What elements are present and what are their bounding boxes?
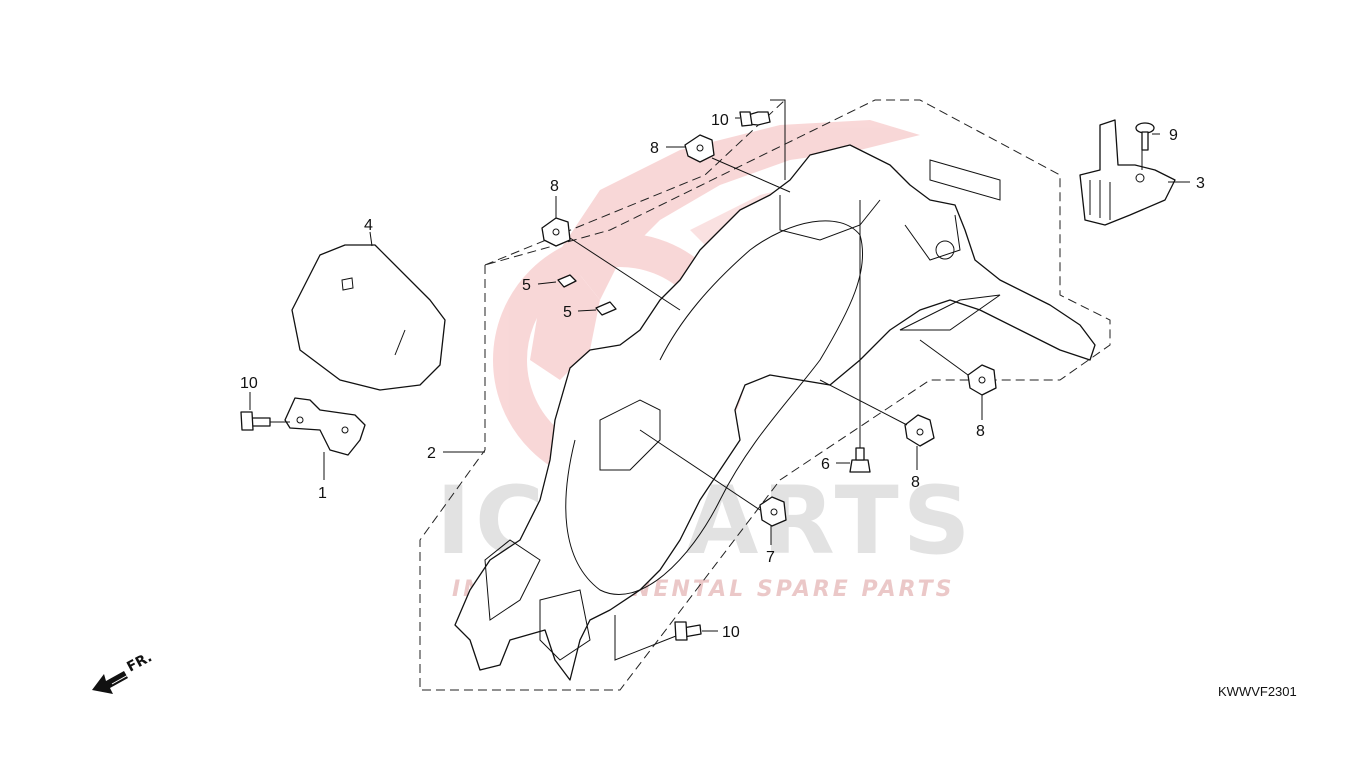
bolt-10-bottom	[674, 621, 702, 641]
side-piece	[1079, 119, 1176, 226]
callout-8-right-upper: 8	[976, 423, 985, 440]
inner-cover	[291, 244, 446, 391]
callout-10-top: 10	[711, 112, 729, 129]
clip-8-top	[684, 134, 715, 163]
bolt-10-top	[739, 111, 771, 127]
callout-10-left: 10	[240, 375, 258, 392]
pad-5-lower	[595, 301, 617, 316]
callout-6: 6	[821, 456, 830, 473]
screw-9	[1135, 122, 1155, 151]
reference-code: KWWVF2301	[1218, 684, 1297, 699]
clip-8-right-lower	[904, 414, 935, 447]
assembly-outline-main	[419, 99, 1111, 691]
callout-8-right-lower: 8	[911, 474, 920, 491]
callout-9: 9	[1169, 127, 1178, 144]
clip-8-right-upper	[967, 364, 997, 396]
callout-3: 3	[1196, 175, 1205, 192]
leader-lines	[249, 99, 1190, 661]
bracket	[284, 397, 366, 456]
pad-5-upper	[557, 274, 577, 288]
rear-fender	[454, 144, 1096, 681]
callout-8-left: 8	[550, 178, 559, 195]
bolt-6	[849, 447, 871, 473]
callout-2: 2	[427, 445, 436, 462]
clip-7	[759, 496, 787, 527]
callout-10-bottom: 10	[722, 624, 740, 641]
callout-4: 4	[364, 217, 373, 234]
bolt-10-left	[240, 411, 271, 431]
clip-8-left	[541, 217, 571, 247]
callout-7: 7	[766, 549, 775, 566]
front-direction-label: FR.	[124, 649, 154, 675]
callout-1: 1	[318, 485, 327, 502]
front-direction-arrow	[92, 671, 134, 694]
callout-8-top: 8	[650, 140, 659, 157]
callout-5-upper: 5	[522, 277, 531, 294]
callout-5-lower: 5	[563, 304, 572, 321]
